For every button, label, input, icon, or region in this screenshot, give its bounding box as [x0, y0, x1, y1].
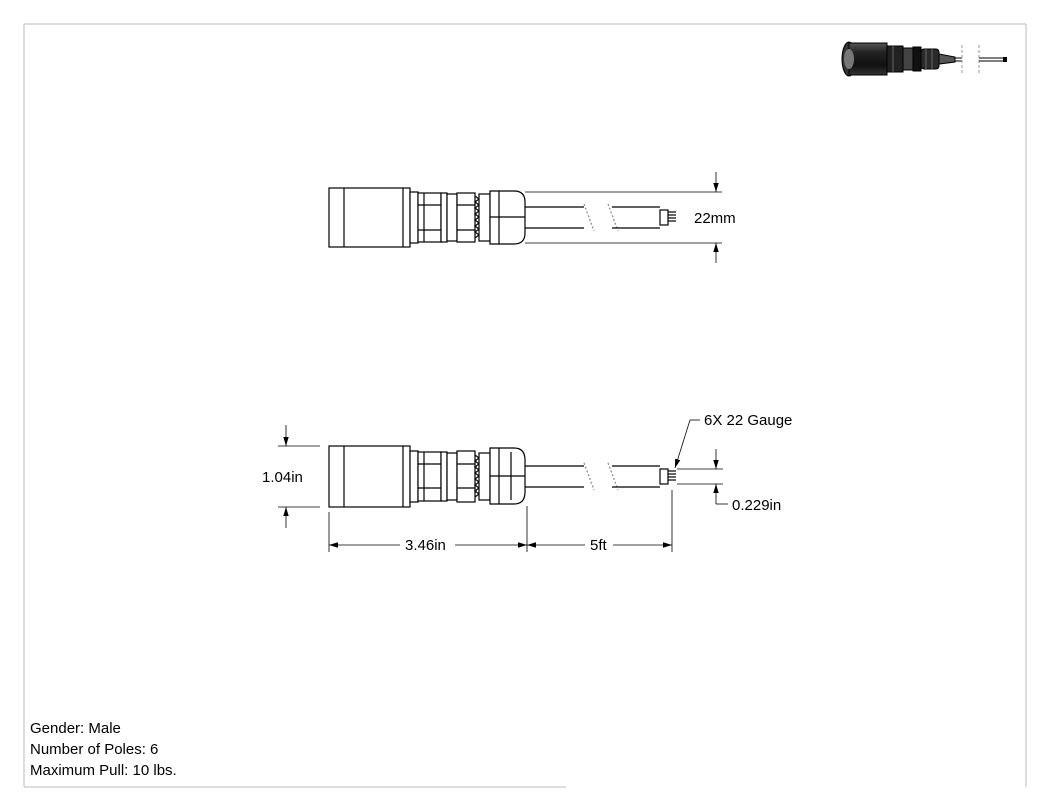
wire-spec-label: 6X 22 Gauge — [704, 412, 792, 429]
wire-strip-label: 0.229in — [732, 497, 781, 514]
iso-thumbnail — [841, 41, 1007, 77]
cable-diameter-label: 22mm — [694, 210, 736, 227]
note-gender: Gender: Male — [30, 720, 121, 737]
dimension-wire-strip — [677, 449, 728, 505]
note-poles: Number of Poles: 6 — [30, 741, 159, 758]
connector-top-view — [328, 187, 676, 248]
note-max-pull: Maximum Pull: 10 lbs. — [30, 762, 177, 779]
connector-side-view — [328, 445, 676, 508]
connector-height-label: 1.04in — [262, 469, 303, 486]
sheet-border — [23, 23, 1027, 788]
dimension-cable-diameter — [525, 172, 722, 263]
connector-length-label: 3.46in — [405, 537, 446, 554]
wire-spec-leader — [674, 419, 700, 469]
cable-length-label: 5ft — [590, 537, 608, 554]
spec-notes: Gender: Male Number of Poles: 6 Maximum … — [30, 718, 177, 781]
dimension-lengths — [328, 490, 673, 552]
dimension-connector-height — [278, 425, 320, 528]
